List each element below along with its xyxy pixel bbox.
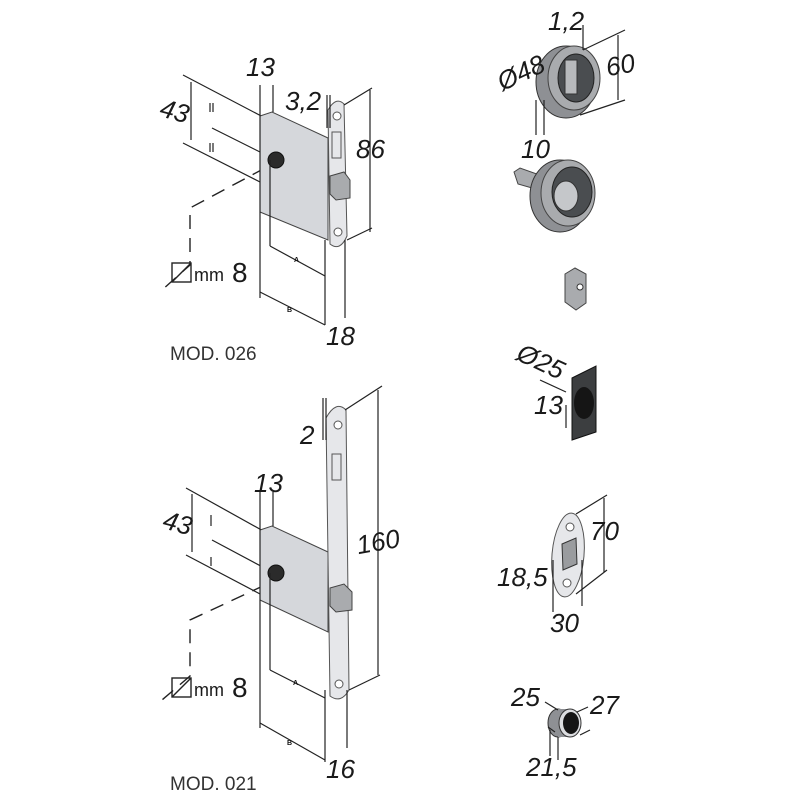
turn-knob	[553, 180, 579, 212]
block-body	[564, 267, 587, 311]
dim-a-line	[269, 669, 326, 699]
dim-60: 60	[603, 48, 637, 83]
spindle-size: 8	[232, 672, 248, 703]
dim-line	[344, 385, 383, 411]
model-label: MOD. 021	[170, 774, 257, 795]
dim-43: 43	[160, 505, 196, 542]
screw-hole	[565, 522, 575, 532]
dim-a-line	[269, 245, 326, 277]
logo-mark	[331, 131, 342, 159]
dim-line	[547, 726, 556, 733]
dim-line	[348, 674, 381, 691]
spindle-size: 8	[232, 257, 248, 288]
dim-86: 86	[356, 134, 385, 164]
dim-line	[576, 706, 589, 713]
spindle-hole	[267, 564, 285, 582]
square-spindle-icon	[171, 262, 192, 283]
dim-70: 70	[590, 516, 619, 546]
spindle-hole	[267, 151, 285, 169]
dim-line	[182, 74, 266, 119]
dim-line	[185, 487, 266, 533]
dim-43: 43	[157, 93, 193, 130]
dim-160: 160	[354, 523, 402, 560]
faceplate	[325, 405, 350, 700]
screw-hole	[333, 420, 343, 430]
strike-plate: 18,5 70 30	[497, 494, 619, 638]
dim-13: 13	[246, 52, 275, 82]
dim-b-line	[259, 722, 326, 761]
latch-bolt	[329, 583, 353, 613]
dim-18: 18	[326, 321, 355, 351]
dim-line	[539, 379, 567, 393]
dim-a-label: A	[294, 257, 299, 264]
spindle-unit: mm	[194, 680, 224, 700]
spindle-unit: mm	[194, 265, 224, 285]
dim-16: 16	[326, 754, 355, 784]
dim-b-line	[259, 291, 326, 326]
flush-handle: 1,2 Ø48 60 10	[491, 6, 637, 164]
dim-13: 13	[534, 390, 563, 420]
dim-10: 10	[521, 134, 550, 164]
lock-mod-026: 13 3,2 43 86 18 A B mm 8 MOD. 026	[157, 52, 386, 365]
keep: Ø25 13	[511, 337, 597, 441]
dim-line	[575, 569, 608, 595]
dim-b-label: B	[287, 740, 292, 747]
strike-opening	[561, 537, 578, 571]
screw-hole	[562, 578, 572, 588]
dim-line	[544, 701, 559, 711]
dim-line	[343, 87, 373, 106]
dim-line	[185, 554, 263, 596]
dim-21-5: 21,5	[525, 752, 577, 782]
cup-hole	[563, 712, 579, 734]
model-label: MOD. 026	[170, 344, 257, 365]
dim-diameter-25: Ø25	[511, 337, 570, 386]
cylinder-cup: 25 27 21,5	[510, 682, 620, 782]
dim-3-2: 3,2	[285, 86, 322, 116]
dim-line	[579, 729, 591, 736]
lock-mod-021: 13 2 43 160 16 A B mm 8 MOD. 021	[160, 385, 403, 795]
dim-line	[346, 227, 373, 241]
dim-30: 30	[550, 608, 579, 638]
screw-hole	[333, 227, 343, 237]
square-spindle-icon	[171, 677, 192, 698]
dim-a-label: A	[293, 680, 298, 687]
dim-18-5: 18,5	[497, 562, 548, 592]
dim-b-label: B	[287, 307, 292, 314]
dim-line	[182, 142, 263, 184]
keep-hole	[574, 387, 594, 419]
block-hole	[576, 283, 584, 291]
dim-line	[582, 29, 626, 51]
screw-hole	[334, 679, 344, 689]
dim-27: 27	[589, 690, 620, 720]
dim-line	[575, 494, 608, 515]
dim-13: 13	[254, 468, 283, 498]
thumb-turn	[513, 159, 596, 233]
latch-bolt	[329, 171, 351, 201]
dim-2: 2	[299, 420, 315, 450]
dim-1-2: 1,2	[548, 6, 585, 36]
screw-hole	[332, 111, 342, 121]
logo-mark	[331, 453, 342, 481]
spindle-block	[564, 267, 587, 311]
dim-line	[579, 99, 626, 116]
handle-grip	[564, 59, 578, 95]
dim-25: 25	[510, 682, 540, 712]
